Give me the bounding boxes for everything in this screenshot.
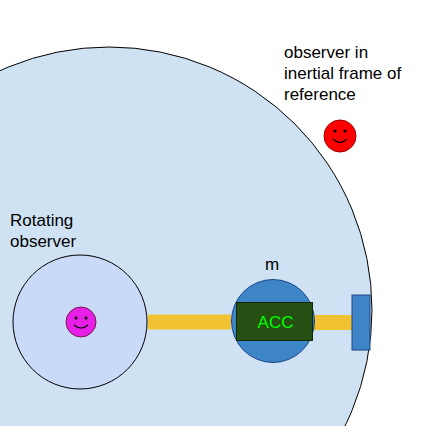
accelerometer-box: ACC: [236, 302, 313, 341]
node-label: m: [265, 254, 285, 275]
node-label: Rotating observer: [10, 210, 100, 252]
inertial-observer: [324, 120, 356, 152]
observer-caption: observer in inertial frame of reference: [284, 42, 419, 105]
node-label: ACC: [237, 312, 314, 333]
mass-circle: mACC: [231, 279, 315, 363]
rod-segment: [313, 315, 353, 330]
connecting-rod: [148, 315, 231, 330]
observer-circle: Rotating observer: [12, 255, 148, 389]
node-outline: [12, 255, 148, 389]
wall-block: [352, 295, 370, 350]
